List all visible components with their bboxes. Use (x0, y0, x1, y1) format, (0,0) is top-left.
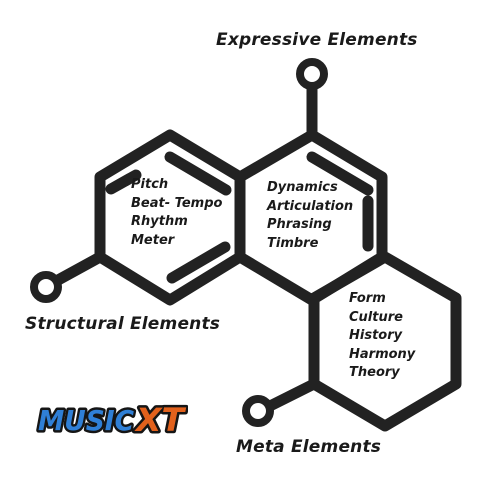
atom-left (30, 271, 62, 303)
list-item: Rhythm (131, 214, 188, 230)
atom-top (296, 58, 328, 90)
list-item: Beat- Tempo (131, 195, 223, 211)
logo-text-main: MUSIC (38, 404, 134, 437)
expressive-elements-title: Expressive Elements (216, 30, 418, 50)
list-item: Phrasing (267, 217, 332, 233)
meta-elements-title: Meta Elements (236, 437, 382, 457)
structural-elements-title: Structural Elements (25, 314, 221, 334)
bottom-ring (308, 251, 462, 432)
list-item: Meter (131, 232, 175, 248)
bottom-ring-list: Form Culture History Harmony Theory (349, 290, 415, 383)
list-item: History (349, 328, 403, 344)
inner-bond (164, 151, 232, 196)
atom-bottom (242, 395, 274, 427)
list-item: Pitch (131, 177, 169, 192)
list-item: Dynamics (267, 180, 338, 195)
right-ring-list: Dynamics Articulation Phrasing Timbre (267, 179, 353, 253)
inner-bond (306, 151, 374, 196)
inner-bond (166, 241, 231, 284)
list-item: Harmony (349, 346, 416, 362)
inner-bond (105, 169, 142, 195)
logo-text-accent: XT (134, 401, 186, 438)
list-item: Timbre (267, 235, 319, 251)
list-item: Articulation (267, 198, 354, 214)
left-ring-list: Pitch Beat- Tempo Rhythm Meter (131, 176, 222, 250)
list-item: Theory (349, 365, 400, 381)
list-item: Culture (349, 309, 403, 325)
musicxt-logo: MUSIC XT (36, 399, 189, 439)
list-item: Form (349, 291, 386, 306)
